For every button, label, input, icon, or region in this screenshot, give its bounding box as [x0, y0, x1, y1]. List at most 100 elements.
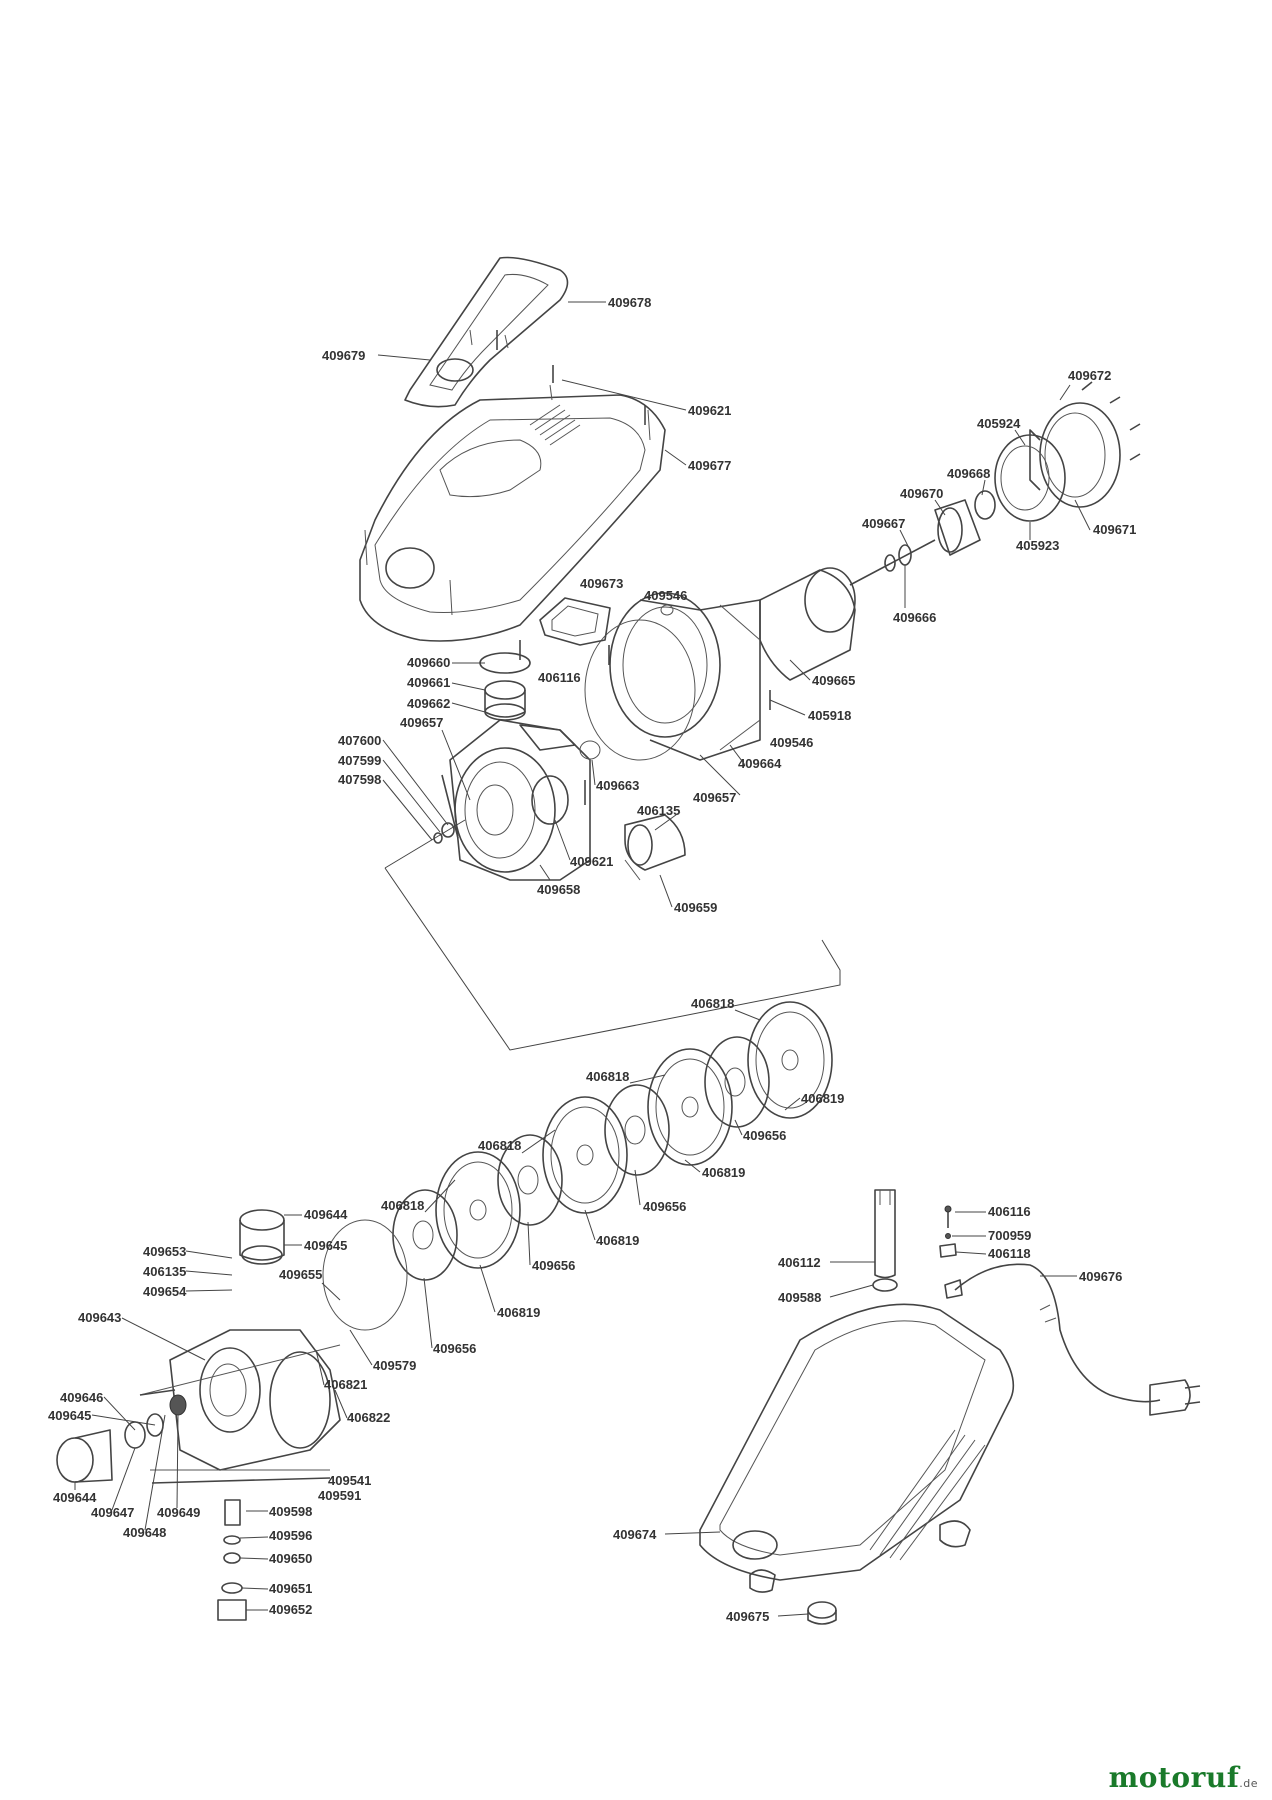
- vent-slots: [529, 404, 581, 446]
- label-409652: 409652: [269, 1602, 312, 1617]
- base-tray: [699, 1303, 1015, 1593]
- label-409621: 409621: [688, 403, 731, 418]
- screws: [139, 330, 1141, 1484]
- label-409657: 409657: [400, 715, 443, 730]
- inlet-fitting-left: [56, 1394, 187, 1483]
- label-409646: 409646: [60, 1390, 103, 1405]
- label-406819-c: 406819: [596, 1233, 639, 1248]
- label-409647: 409647: [91, 1505, 134, 1520]
- label-406821: 406821: [324, 1377, 367, 1392]
- label-409665: 409665: [812, 673, 855, 688]
- impeller-disc-stack: [322, 1001, 833, 1331]
- label-409546-b: 409546: [770, 735, 813, 750]
- valve-spring-stack: [217, 1499, 247, 1621]
- motor-stator: [759, 567, 856, 681]
- label-409670: 409670: [900, 486, 943, 501]
- foot-409675: [807, 1601, 837, 1625]
- label-409579: 409579: [373, 1358, 416, 1373]
- label-409650: 409650: [269, 1551, 312, 1566]
- label-406818-c: 406818: [478, 1138, 521, 1153]
- tube-406112: [872, 1189, 898, 1292]
- label-409677: 409677: [688, 458, 731, 473]
- label-409648: 409648: [123, 1525, 166, 1540]
- label-409666: 409666: [893, 610, 936, 625]
- label-409621-b: 409621: [570, 854, 613, 869]
- brand-logo: motoruf.de: [1109, 1761, 1258, 1794]
- label-409660: 409660: [407, 655, 450, 670]
- o-ring-409663: [579, 740, 601, 760]
- label-406819-a: 406819: [801, 1091, 844, 1106]
- motor-rotor: [934, 499, 981, 556]
- label-405924: 405924: [977, 416, 1021, 431]
- motor-ring: [994, 434, 1066, 522]
- label-409596: 409596: [269, 1528, 312, 1543]
- label-409676: 409676: [1079, 1269, 1122, 1284]
- label-406818-d: 406818: [381, 1198, 424, 1213]
- pump-seal-rings: [433, 774, 459, 844]
- label-409675: 409675: [726, 1609, 769, 1624]
- pump-base-body: [139, 1329, 341, 1471]
- label-409661: 409661: [407, 675, 450, 690]
- label-409541: 409541: [328, 1473, 371, 1488]
- label-406819-d: 406819: [497, 1305, 540, 1320]
- label-409673: 409673: [580, 576, 623, 591]
- label-409671: 409671: [1093, 522, 1136, 537]
- motor-bearing: [974, 490, 996, 520]
- label-407600: 407600: [338, 733, 381, 748]
- label-409591: 409591: [318, 1488, 361, 1503]
- label-406818-b: 406818: [586, 1069, 629, 1084]
- label-409672: 409672: [1068, 368, 1111, 383]
- label-409658: 409658: [537, 882, 580, 897]
- pressure-switch-409659: [624, 814, 686, 881]
- label-409656-c: 409656: [532, 1258, 575, 1273]
- pump-head-body: [449, 719, 591, 881]
- label-409653: 409653: [143, 1244, 186, 1259]
- label-409656-d: 409656: [433, 1341, 476, 1356]
- top-cover-lid: [404, 256, 569, 408]
- label-409657-b: 409657: [693, 790, 736, 805]
- label-409643: 409643: [78, 1310, 121, 1325]
- small-ring-409546: [660, 604, 674, 616]
- label-409656-a: 409656: [743, 1128, 786, 1143]
- label-409649: 409649: [157, 1505, 200, 1520]
- leader-lines: [74, 301, 1091, 1617]
- label-409678: 409678: [608, 295, 651, 310]
- label-406818-a: 406818: [691, 996, 734, 1011]
- label-409662: 409662: [407, 696, 450, 711]
- logo-brand: motoruf: [1108, 1761, 1240, 1794]
- small-hardware-top-right: [939, 1205, 957, 1258]
- label-409645-b: 409645: [48, 1408, 91, 1423]
- tray-vent-slots: [869, 1429, 986, 1561]
- label-409674: 409674: [613, 1527, 657, 1542]
- main-housing-cover: [359, 384, 666, 642]
- label-409644-b: 409644: [53, 1490, 97, 1505]
- label-700959: 700959: [988, 1228, 1031, 1243]
- label-409668: 409668: [947, 466, 990, 481]
- label-409546: 409546: [644, 588, 687, 603]
- motor-shaft: [849, 539, 936, 586]
- filter-cover-409673: [539, 597, 611, 646]
- part-number-labels: 409678 409679 409621 409677 409672 40592…: [48, 295, 1136, 1624]
- label-409679: 409679: [322, 348, 365, 363]
- label-409655: 409655: [279, 1267, 322, 1282]
- label-409663: 409663: [596, 778, 639, 793]
- label-406819-b: 406819: [702, 1165, 745, 1180]
- label-409598: 409598: [269, 1504, 312, 1519]
- label-406112: 406112: [778, 1255, 821, 1270]
- outlet-fitting-top: [239, 1209, 285, 1265]
- label-405923: 405923: [1016, 538, 1059, 553]
- label-409644-a: 409644: [304, 1207, 348, 1222]
- label-406118: 406118: [988, 1246, 1031, 1261]
- motor-end-cap: [1029, 402, 1121, 508]
- pump-chamber-housing: [609, 592, 761, 761]
- logo-suffix: .de: [1239, 1777, 1258, 1790]
- power-cable-409676: [944, 1263, 1201, 1416]
- label-409659: 409659: [674, 900, 717, 915]
- label-406116: 406116: [538, 670, 581, 685]
- label-406116-b: 406116: [988, 1204, 1031, 1219]
- valve-top-assembly: [479, 652, 531, 721]
- label-405918: 405918: [808, 708, 851, 723]
- bracket-frame: [384, 819, 841, 1051]
- label-409645-a: 409645: [304, 1238, 347, 1253]
